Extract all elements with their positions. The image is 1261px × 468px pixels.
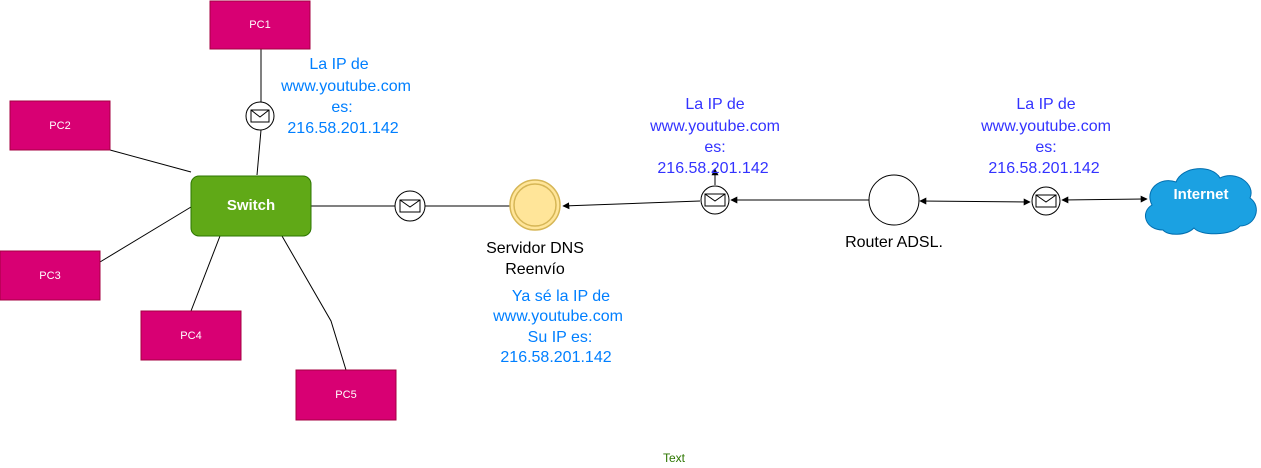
envelope-icon — [245, 101, 275, 131]
internet-reply-note: La IP de www.youtube.com es: 216.58.201.… — [980, 96, 1111, 177]
note-line: 216.58.201.142 — [500, 349, 611, 366]
link-pc5-switch — [281, 235, 347, 371]
dns-cache-note: Ya sé la IP de www.youtube.com Su IP es:… — [492, 288, 623, 366]
pc3-node[interactable]: PC3 — [0, 250, 101, 301]
internet-label: Internet — [1173, 186, 1228, 203]
pc4-node[interactable]: PC4 — [140, 310, 242, 361]
router-reply-note: La IP de www.youtube.com es: 216.58.201.… — [649, 96, 780, 177]
arrow-router-internet-left — [919, 197, 1031, 206]
note-line: es: — [331, 99, 352, 116]
link-pc3-switch — [99, 206, 192, 263]
switch-node[interactable]: Switch — [190, 175, 312, 237]
pc5-node[interactable]: PC5 — [295, 369, 397, 421]
switch-label: Switch — [227, 197, 275, 214]
note-line: www.youtube.com — [492, 308, 623, 325]
envelope-icon — [700, 185, 730, 215]
arrow-router-dns — [562, 200, 701, 210]
pc4-label: PC4 — [180, 330, 201, 342]
note-line: Su IP es: — [528, 329, 593, 346]
pc2-node[interactable]: PC2 — [9, 100, 111, 151]
note-line: 216.58.201.142 — [988, 160, 1099, 177]
note-line: es: — [704, 139, 725, 156]
connection-lines — [99, 49, 1148, 371]
note-line: www.youtube.com — [280, 78, 411, 95]
note-line: La IP de — [685, 96, 744, 113]
link-pc2-switch — [109, 149, 192, 173]
dns-server-sublabel: Reenvío — [505, 261, 565, 278]
link-envelope-switch — [256, 129, 262, 176]
pc5-label: PC5 — [335, 389, 356, 401]
link-pc4-switch — [190, 235, 221, 312]
dns-server-label: Servidor DNS — [486, 240, 584, 257]
envelope-icon — [394, 190, 426, 222]
note-line: Ya sé la IP de — [512, 288, 610, 305]
note-line: La IP de — [1016, 96, 1075, 113]
note-line: 216.58.201.142 — [287, 120, 398, 137]
note-line: La IP de — [309, 56, 368, 73]
footer-text: Text — [663, 451, 686, 465]
arrow-envelope-internet — [1061, 195, 1148, 204]
note-line: es: — [1035, 139, 1056, 156]
note-line: www.youtube.com — [649, 118, 780, 135]
pc1-node[interactable]: PC1 — [209, 0, 311, 50]
internet-cloud[interactable]: Internet — [1144, 168, 1257, 235]
pc1-reply-note: La IP de www.youtube.com es: 216.58.201.… — [280, 56, 411, 137]
pc3-label: PC3 — [39, 270, 60, 282]
dns-server-node[interactable] — [509, 179, 561, 231]
pc1-label: PC1 — [249, 19, 270, 31]
envelope-icon — [1031, 186, 1061, 216]
pc2-label: PC2 — [49, 120, 70, 132]
note-line: www.youtube.com — [980, 118, 1111, 135]
note-line: 216.58.201.142 — [657, 160, 768, 177]
router-node[interactable] — [868, 174, 920, 226]
router-label: Router ADSL. — [845, 234, 943, 251]
